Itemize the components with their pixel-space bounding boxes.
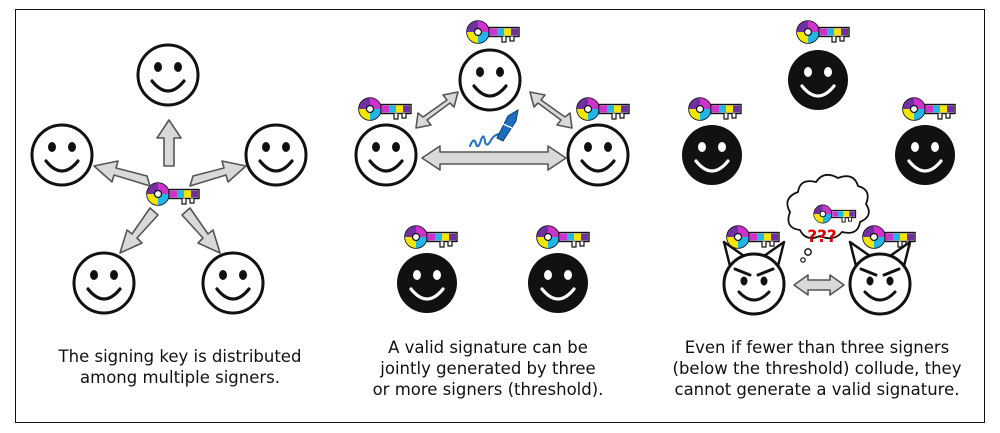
inactive-signer-face-right <box>526 251 590 315</box>
arrow-top-to-left <box>415 91 459 129</box>
honest-signer-face-left <box>680 123 744 187</box>
caption-line: A valid signature can be <box>388 338 588 357</box>
key-share-icon-bottom-right <box>536 225 590 249</box>
thought-bubble: ??? <box>786 173 870 263</box>
honest-signer-face-top <box>786 48 850 112</box>
signer-face-top <box>136 43 200 107</box>
arrow-to-top <box>156 119 182 167</box>
thought-question-marks: ??? <box>807 227 837 247</box>
signer-face-left <box>30 123 94 187</box>
signer-face-top <box>458 48 522 112</box>
key-share-icon-top <box>466 20 520 44</box>
caption-line: The signing key is distributed <box>58 347 302 366</box>
key-share-icon-left <box>688 97 742 121</box>
caption-line: jointly generated by three <box>380 359 596 378</box>
arrow-to-bottom-right <box>181 207 221 254</box>
panel-2-threshold-signing <box>354 20 630 315</box>
arrow-to-bottom-left <box>119 207 159 254</box>
arrow-collusion <box>793 274 845 296</box>
signer-face-bottom-right <box>201 251 265 315</box>
arrow-to-right <box>189 160 247 187</box>
key-share-icon-right <box>576 97 630 121</box>
key-share-icon-bottom-left <box>404 225 458 249</box>
key-share-icon-left <box>358 97 412 121</box>
arrow-top-to-right <box>529 91 573 129</box>
caption-panel-1: The signing key is distributed among mul… <box>30 346 330 388</box>
caption-line: (below the threshold) collude, they <box>672 359 962 378</box>
caption-panel-3: Even if fewer than three signers (below … <box>652 337 982 400</box>
signer-face-bottom-left <box>72 251 136 315</box>
diagram-frame <box>15 9 985 423</box>
panel-1-distribution <box>30 43 308 315</box>
colluding-signer-devil-right <box>848 240 912 316</box>
signer-face-right <box>244 123 308 187</box>
key-share-icon-right <box>902 97 956 121</box>
signer-face-left <box>354 123 418 187</box>
colluding-signer-devil-left <box>722 240 786 316</box>
caption-panel-2: A valid signature can be jointly generat… <box>338 337 638 400</box>
panel-3-collusion: ??? <box>680 20 957 316</box>
key-share-icon-devil-left <box>726 225 780 249</box>
key-share-icon-top <box>796 20 850 44</box>
caption-line: among multiple signers. <box>80 368 280 387</box>
signer-face-right <box>566 123 630 187</box>
inactive-signer-face-left <box>395 251 459 315</box>
honest-signer-face-right <box>893 123 957 187</box>
caption-line: cannot generate a valid signature. <box>674 380 960 399</box>
caption-line: Even if fewer than three signers <box>684 338 950 357</box>
signing-pen-icon <box>469 109 519 148</box>
caption-line: or more signers (threshold). <box>372 380 604 399</box>
arrow-left-to-right <box>421 145 567 171</box>
arrow-to-left <box>93 160 151 187</box>
